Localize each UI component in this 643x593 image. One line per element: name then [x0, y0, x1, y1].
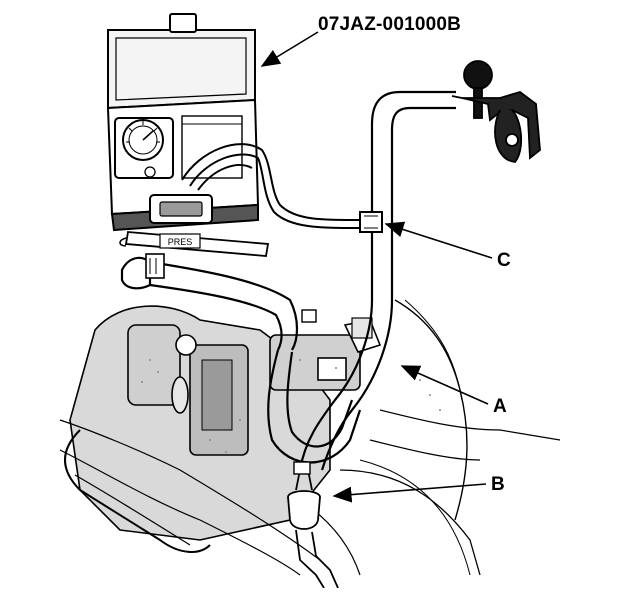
part-number-label: 07JAZ-001000B — [318, 14, 462, 35]
pres-tag-text: PRES — [168, 237, 193, 247]
arrow-b — [332, 483, 487, 503]
callout-arrows — [260, 31, 493, 503]
callout-label-b: B — [491, 474, 505, 495]
tester-hoses — [181, 143, 361, 229]
arrow-c — [384, 221, 493, 259]
pres-hose: PRES — [119, 231, 270, 257]
vacuum-pressure-tester — [106, 13, 260, 232]
arrow-part-number — [260, 31, 319, 67]
arrow-a — [400, 365, 489, 405]
hand-vacuum-pump — [451, 60, 541, 163]
engine-background — [59, 299, 561, 576]
lower-hose — [120, 253, 362, 464]
callout-label-a: A — [493, 396, 507, 417]
purge-valve-b — [287, 461, 339, 589]
callout-label-c: C — [497, 250, 511, 271]
vacuum-hose-a — [298, 90, 456, 471]
